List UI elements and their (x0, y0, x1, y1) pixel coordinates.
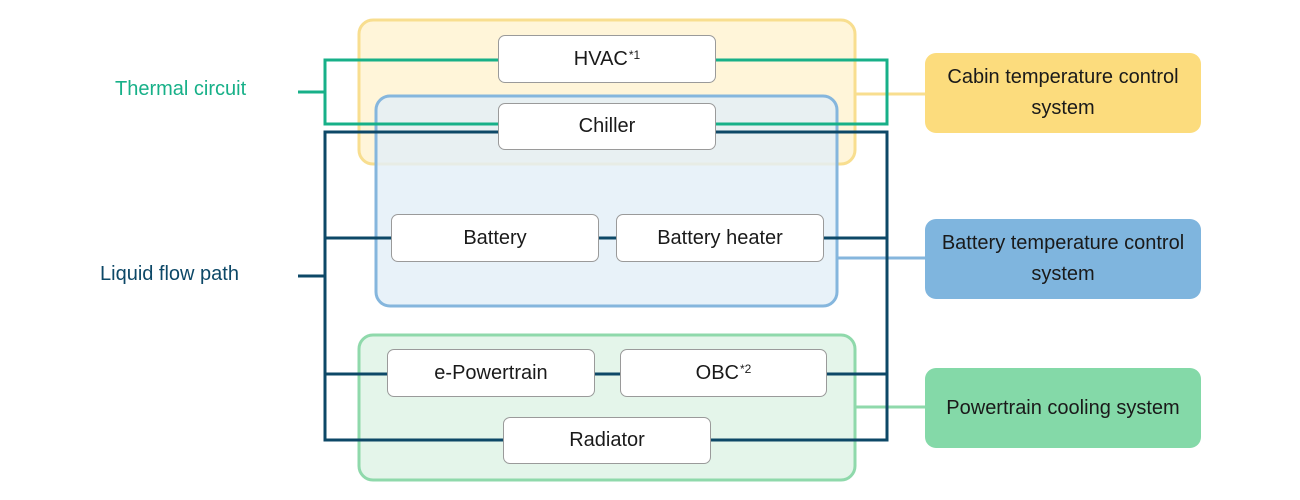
radiator-label: Radiator (569, 429, 645, 451)
thermal-circuit-label: Thermal circuit (115, 78, 247, 100)
e-powertrain-box: e-Powertrain (387, 349, 595, 397)
e-powertrain-label: e-Powertrain (434, 361, 548, 384)
obc-footnote-marker: *2 (740, 362, 752, 376)
obc-label: OBC (695, 361, 739, 384)
hvac-label: HVAC (573, 47, 628, 70)
cabin-system-label: Cabin temperature control system (925, 53, 1201, 133)
battery-label: Battery (463, 226, 527, 249)
liquid-flow-loop (323, 130, 889, 442)
chiller-box: Chiller (498, 103, 716, 150)
hvac-footnote-marker: *1 (628, 48, 641, 62)
battery-heater-box: Battery heater (616, 214, 824, 262)
battery-system-label: Battery temperature control system (925, 219, 1201, 299)
liquid-flow-path-label: Liquid flow path (100, 263, 239, 285)
battery-heater-label: Battery heater (657, 226, 783, 249)
hvac-box: HVAC*1 (498, 35, 716, 83)
obc-box: OBC*2 (620, 349, 827, 397)
powertrain-system-label: Powertrain cooling system (925, 368, 1201, 448)
battery-box: Battery (391, 214, 599, 262)
chiller-label: Chiller (578, 115, 636, 137)
radiator-box: Radiator (503, 417, 711, 464)
